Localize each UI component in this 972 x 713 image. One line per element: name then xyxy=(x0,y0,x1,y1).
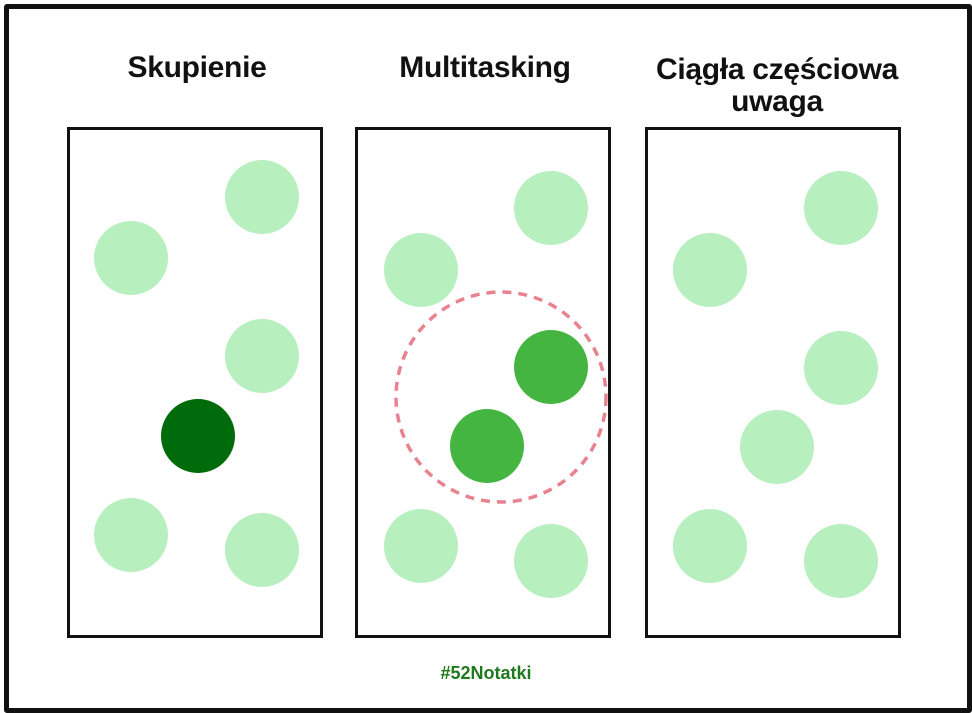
dot-inactive xyxy=(384,233,458,307)
dot-inactive xyxy=(225,319,299,393)
dot-inactive xyxy=(94,498,168,572)
dot-inactive xyxy=(673,233,747,307)
dot-inactive xyxy=(673,509,747,583)
dot-inactive xyxy=(514,171,588,245)
outer-frame xyxy=(4,4,972,713)
dot-inactive xyxy=(804,524,878,598)
dot-inactive xyxy=(384,509,458,583)
dot-inactive xyxy=(514,524,588,598)
dot-inactive xyxy=(94,221,168,295)
dot-inactive xyxy=(225,513,299,587)
footer-hashtag: #52Notatki xyxy=(440,663,532,683)
dot-inactive xyxy=(225,160,299,234)
dot-inactive xyxy=(804,331,878,405)
dot-multitask xyxy=(514,330,588,404)
dashed-circle-icon xyxy=(394,290,608,504)
column-title-multitasking: Multitasking xyxy=(399,51,571,84)
dot-focus xyxy=(161,399,235,473)
dot-multitask xyxy=(450,409,524,483)
column-title-skupienie: Skupienie xyxy=(127,51,267,84)
column-title-ciagla-czesciowa-uwaga: Ciągła częściowa uwaga xyxy=(656,53,898,118)
dot-inactive xyxy=(804,171,878,245)
dot-inactive xyxy=(740,410,814,484)
